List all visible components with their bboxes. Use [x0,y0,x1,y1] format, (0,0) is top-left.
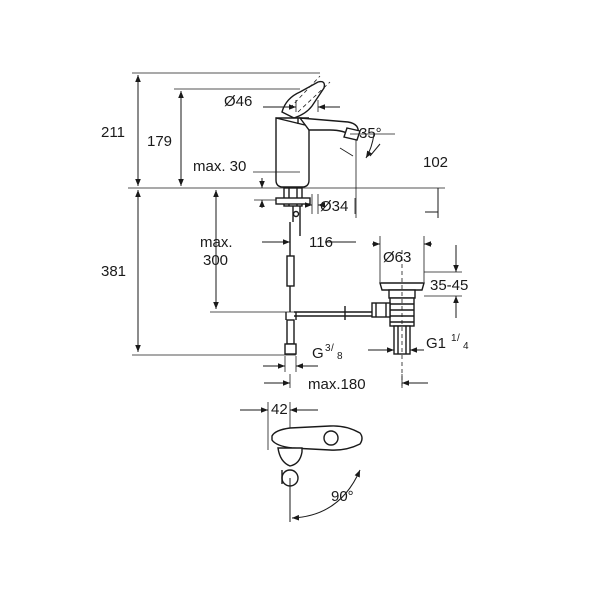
dimension-381 [132,190,296,356]
label-dia-46: Ø46 [224,93,252,110]
dimension-g-3-8 [263,356,318,372]
label-g38-den: 8 [337,351,343,362]
dimension-dia-46 [263,100,340,112]
faucet-body [275,75,361,188]
label-dia-63: Ø63 [383,249,411,266]
label-g114-num: 1 [451,333,457,344]
svg-text:/: / [457,333,460,344]
label-381: 381 [101,263,126,280]
dimension-102 [355,140,439,218]
svg-text:/: / [331,343,334,354]
label-g38-num: 3 [325,343,331,354]
label-116: 116 [309,234,333,251]
label-max-300-b: 300 [203,252,228,269]
label-211: 211 [101,124,125,141]
top-view-handle [240,402,363,522]
label-max-30: max. 30 [193,158,246,175]
label-g114-base: G1 [426,335,446,352]
label-max-180: max.180 [308,376,366,393]
label-g-1-1-4: G1 1 / 4 [426,333,469,352]
label-angle-90: 90° [331,488,354,505]
dimension-dia-34 [305,194,356,214]
dimension-179 [174,88,300,186]
pull-rod [294,306,372,320]
label-g38-base: G [312,345,324,362]
label-35-45: 35-45 [430,277,468,294]
label-angle-35: 35° [359,125,382,142]
dimension-max-180 [264,374,428,388]
angle-35-marker [339,133,395,159]
label-179: 179 [147,133,172,150]
supply-hoses [284,240,297,355]
label-g114-den: 4 [463,341,469,352]
label-max-300-a: max. [200,234,233,251]
label-42: 42 [271,401,288,418]
dimension-max-300 [210,190,296,313]
dimension-dia-63 [372,236,432,282]
label-102: 102 [423,154,448,171]
dimension-211 [132,72,320,186]
label-g-3-8: G 3 / 8 [312,343,343,362]
mounting-shank [275,187,311,240]
dimension-35-45 [424,245,462,318]
label-dia-34: Ø34 [320,198,348,215]
waste-fitting [371,250,425,386]
